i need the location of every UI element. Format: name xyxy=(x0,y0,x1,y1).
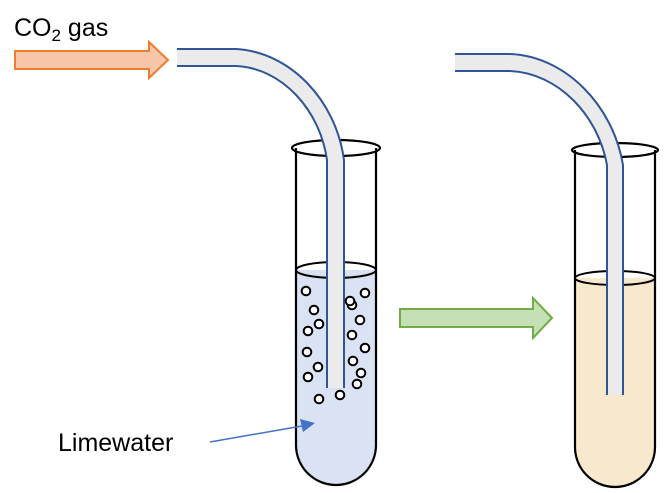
limewater-label: Limewater xyxy=(58,429,173,457)
limewater-pointer-arrowhead xyxy=(300,419,315,432)
bubble xyxy=(355,367,367,379)
bubble xyxy=(302,371,314,383)
test-tube-glass xyxy=(573,150,657,489)
bubble xyxy=(347,355,359,367)
test-tube-glass xyxy=(294,148,378,487)
bubble xyxy=(334,389,346,401)
bubble xyxy=(346,329,358,341)
co2-flow-arrow xyxy=(14,39,170,81)
co2-bubbles xyxy=(300,285,371,405)
delivery-tube-outer-wall xyxy=(177,48,345,388)
delivery-tube-1 xyxy=(177,48,345,388)
delivery-tube-2 xyxy=(455,53,624,395)
bubble xyxy=(359,342,371,354)
bubble xyxy=(359,287,371,299)
bubble xyxy=(300,285,312,297)
bubble xyxy=(344,295,356,307)
delivery-tube-inner-wall xyxy=(177,65,328,388)
limewater-pointer-line xyxy=(209,425,303,443)
bubble xyxy=(312,361,324,373)
bubble xyxy=(313,393,325,405)
reaction-progress-arrow xyxy=(399,295,554,341)
bubble xyxy=(351,378,363,390)
bubble xyxy=(313,318,325,330)
delivery-tube-outer-wall xyxy=(455,53,624,395)
bubble xyxy=(308,304,320,316)
bubble xyxy=(301,346,313,358)
co2-gas-label: CO2 gas xyxy=(14,14,108,45)
bubble xyxy=(354,314,366,326)
delivery-tube-inner-wall xyxy=(455,70,608,395)
bubble xyxy=(302,325,314,337)
